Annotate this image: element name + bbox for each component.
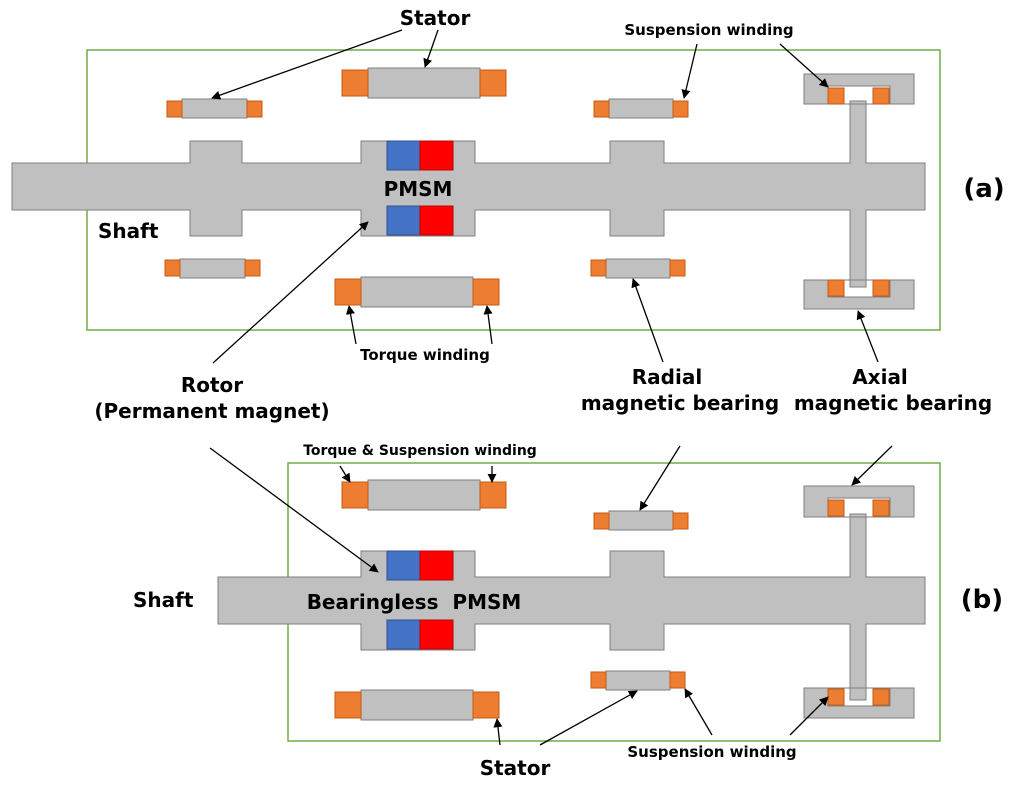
winding-b4l: [590, 671, 607, 689]
stator-core-b1: [367, 479, 481, 511]
arrow-suspension-right-b: [789, 696, 829, 736]
axial-stator-top-a: [803, 73, 915, 105]
arrow-torque-suspension-left-b: [339, 465, 351, 483]
winding-b2l: [334, 691, 362, 719]
arrow-radial-a: [631, 278, 664, 363]
winding-a8r: [872, 279, 890, 297]
arrow-axial-b: [851, 445, 893, 486]
winding-a3r: [479, 69, 507, 97]
winding-b3l: [593, 512, 610, 530]
winding-b6r: [872, 688, 890, 706]
label-shaft-b: Shaft: [133, 588, 194, 612]
label-stator-a: Stator: [400, 6, 471, 30]
stator-core-a1: [181, 98, 248, 119]
arrow-stator-left-a: [211, 29, 403, 100]
magnet-red-bottom-b: [419, 619, 454, 650]
winding-a1r: [246, 100, 263, 118]
label-stator-b: Stator: [480, 756, 551, 780]
winding-b2r: [472, 691, 500, 719]
panel-label-b: (b): [961, 585, 1003, 615]
winding-a6r: [669, 259, 686, 277]
arrow-stator-left-b: [493, 718, 503, 746]
arrow-torque-right-a: [483, 305, 493, 345]
arrow-radial-b: [639, 445, 681, 511]
label-radial-line2: magnetic bearing: [581, 391, 779, 415]
winding-a8l: [827, 279, 845, 297]
winding-b1r: [479, 481, 507, 509]
winding-a5r: [672, 100, 689, 118]
label-suspension-winding-a: Suspension winding: [624, 21, 793, 39]
winding-a5l: [593, 100, 610, 118]
magnet-blue-bottom-a: [386, 205, 421, 236]
label-torque-winding-a: Torque winding: [360, 346, 490, 364]
winding-a2l: [164, 259, 181, 277]
winding-b1l: [341, 481, 369, 509]
winding-a3l: [341, 69, 369, 97]
stator-core-a6: [605, 258, 671, 279]
arrow-stator-top-a: [423, 29, 439, 68]
stator-core-a4: [360, 276, 474, 308]
stator-core-b2: [360, 689, 474, 721]
arrow-rotor-b: [209, 447, 379, 573]
panel-label-a: (a): [963, 174, 1004, 204]
shaft-a: [11, 100, 926, 288]
label-axial-line1: Axial: [852, 365, 908, 389]
label-rotor-line2: (Permanent magnet): [94, 399, 329, 423]
winding-b5r: [872, 499, 890, 517]
winding-a4r: [472, 278, 500, 306]
label-axial-line2: magnetic bearing: [794, 391, 992, 415]
diagram-a: Stator Suspension winding PMSM Shaft Tor…: [11, 6, 1005, 364]
winding-a6l: [590, 259, 607, 277]
label-torque-suspension-b: Torque & Suspension winding: [303, 443, 537, 459]
stator-core-b4: [605, 670, 671, 691]
arrow-torque-left-a: [346, 305, 357, 345]
label-suspension-winding-b: Suspension winding: [627, 743, 796, 761]
arrow-stator-right-b: [539, 690, 638, 746]
shared-labels: Rotor (Permanent magnet) Radial magnetic…: [94, 365, 992, 423]
arrow-suspension-left-b: [684, 688, 713, 736]
stator-core-a2: [179, 258, 246, 279]
winding-a1l: [166, 100, 183, 118]
winding-a4l: [334, 278, 362, 306]
arrow-axial-a: [856, 310, 879, 363]
winding-a2r: [244, 259, 261, 277]
arrow-rotor-a: [212, 221, 369, 364]
stator-core-a3: [367, 67, 481, 99]
diagram-b: Torque & Suspension winding Shaft Bearin…: [133, 443, 1003, 780]
label-radial-line1: Radial: [632, 365, 702, 389]
label-rotor-line1: Rotor: [181, 373, 243, 397]
magnet-blue-bottom-b: [386, 619, 421, 650]
winding-a7l: [827, 87, 845, 105]
magnet-red-bottom-a: [419, 205, 454, 236]
winding-b5l: [827, 499, 845, 517]
arrow-suspension-axial-a: [779, 43, 829, 88]
stator-core-a5: [608, 98, 674, 119]
magnet-blue-top-b: [386, 550, 421, 581]
stator-core-b3: [608, 510, 674, 531]
label-shaft-a: Shaft: [98, 219, 159, 243]
axial-stator-top-b: [803, 485, 915, 518]
magnet-blue-top-a: [386, 140, 421, 171]
winding-b4r: [669, 671, 686, 689]
label-bearingless-pmsm-b: Bearingless PMSM: [307, 590, 522, 614]
magnet-red-top-b: [419, 550, 454, 581]
magnet-red-top-a: [419, 140, 454, 171]
arrow-suspension-a: [681, 43, 698, 99]
winding-a7r: [872, 87, 890, 105]
winding-b3r: [672, 512, 689, 530]
label-pmsm-a: PMSM: [384, 177, 453, 201]
winding-b6l: [827, 688, 845, 706]
